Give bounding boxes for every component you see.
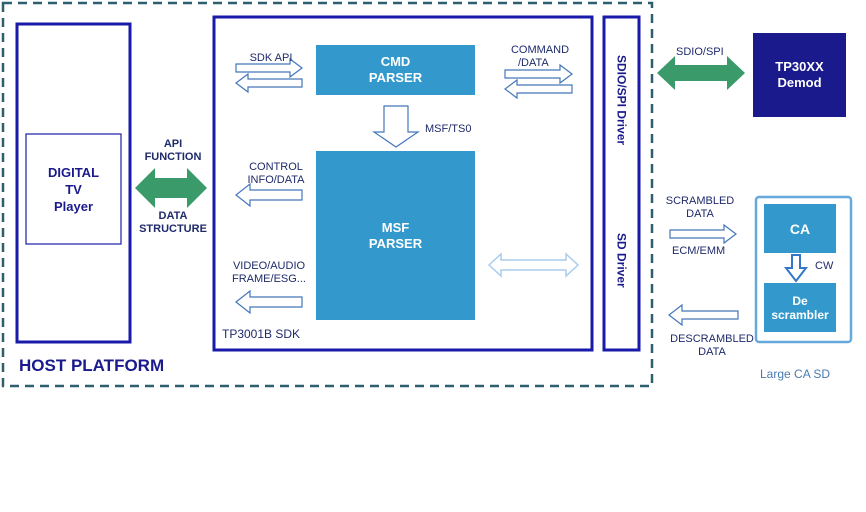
- sdk-api-label: SDK API: [249, 52, 293, 64]
- ca-block: [764, 204, 836, 253]
- sdk-api-left-arrow: [235, 72, 303, 94]
- control-line-2: INFO/DATA: [247, 174, 305, 186]
- sdk-api-right-arrow: [235, 57, 303, 79]
- sdio-driver-text: SDIO/SPI Driver: [614, 54, 629, 146]
- cmd-parser-label: CMD PARSER: [316, 45, 475, 95]
- video-audio-label: VIDEO/AUDIO FRAME/ESG...: [223, 260, 315, 286]
- player-line-3: Player: [53, 198, 94, 214]
- demod-line-2: Demod: [777, 75, 822, 90]
- msf-ts0-label: MSF/TS0: [425, 123, 472, 135]
- video-line-1: VIDEO/AUDIO: [232, 260, 306, 272]
- control-line-1: CONTROL: [249, 161, 303, 173]
- host-platform-boundary: [1, 1, 654, 388]
- player-inner-box: [25, 133, 122, 245]
- command-line-2: /DATA: [518, 57, 549, 69]
- demod-block: [753, 33, 846, 117]
- control-info-arrow: [235, 182, 303, 208]
- api-top-1: API: [163, 138, 183, 150]
- sdio-spi-driver-label: SDIO/SPI Driver: [604, 25, 639, 175]
- command-left-arrow: [504, 78, 573, 100]
- control-info-label: CONTROL INFO/DATA: [236, 161, 316, 187]
- cmd-line-1: CMD: [380, 54, 411, 69]
- player-line-1: DIGITAL: [47, 164, 100, 180]
- data-structure-label: DATA STRUCTURE: [131, 210, 215, 236]
- command-line-1: COMMAND: [510, 44, 570, 56]
- descrambled-data-label: DESCRAMBLED DATA: [662, 333, 762, 359]
- api-double-arrow: [135, 168, 207, 208]
- ecm-emm-label: ECM/EMM: [672, 245, 726, 257]
- digital-tv-player-label: DIGITAL TV Player: [26, 134, 121, 244]
- scrambled-data-arrow: [669, 223, 737, 245]
- descrambled-data-arrow: [668, 303, 739, 327]
- sdio-spi-link-label: SDIO/SPI: [676, 46, 724, 58]
- scrambled-data-label: SCRAMBLED DATA: [655, 195, 745, 221]
- cw-label: CW: [815, 260, 834, 272]
- sdk-label: TP3001B SDK: [222, 327, 301, 341]
- video-line-2: FRAME/ESG...: [232, 273, 306, 285]
- video-audio-arrow: [235, 289, 303, 315]
- sd-driver-label: SD Driver: [604, 200, 639, 320]
- ca-label: CA: [789, 220, 811, 237]
- descrambled-line-2: DATA: [698, 346, 726, 358]
- large-ca-sd-label: Large CA SD: [760, 367, 831, 381]
- demod-line-1: TP30XX: [775, 59, 824, 74]
- api-bottom-2: STRUCTURE: [139, 223, 207, 235]
- player-line-2: TV: [65, 181, 82, 197]
- demod-label: TP30XX Demod: [753, 33, 846, 117]
- desc-line-1: De: [792, 293, 808, 308]
- msf-line-1: MSF: [381, 219, 410, 235]
- scrambled-line-1: SCRAMBLED: [665, 195, 735, 207]
- cmd-line-2: PARSER: [368, 70, 423, 85]
- api-function-label: API FUNCTION: [131, 138, 215, 164]
- msf-line-2: PARSER: [368, 235, 423, 251]
- sdio-spi-double-arrow: [657, 56, 745, 90]
- msf-ts0-down-arrow: [372, 105, 420, 148]
- driver-column: [602, 15, 641, 352]
- scrambled-line-2: DATA: [686, 208, 714, 220]
- host-platform-label: HOST PLATFORM: [19, 356, 165, 375]
- msf-driver-double-arrow: [487, 252, 580, 278]
- descrambler-block: [764, 283, 836, 332]
- descrambled-line-1: DESCRAMBLED: [670, 333, 754, 345]
- cmd-parser-block: [316, 45, 475, 95]
- api-top-2: FUNCTION: [144, 151, 202, 163]
- msf-parser-block: [316, 151, 475, 320]
- command-right-arrow: [504, 63, 573, 85]
- api-bottom-1: DATA: [158, 210, 188, 222]
- sd-driver-text: SD Driver: [614, 232, 629, 288]
- descrambler-label: De scrambler: [764, 283, 836, 332]
- command-data-label: COMMAND /DATA: [500, 44, 580, 70]
- msf-parser-label: MSF PARSER: [316, 151, 475, 320]
- cw-down-arrow: [783, 254, 809, 283]
- desc-line-2: scrambler: [771, 307, 829, 322]
